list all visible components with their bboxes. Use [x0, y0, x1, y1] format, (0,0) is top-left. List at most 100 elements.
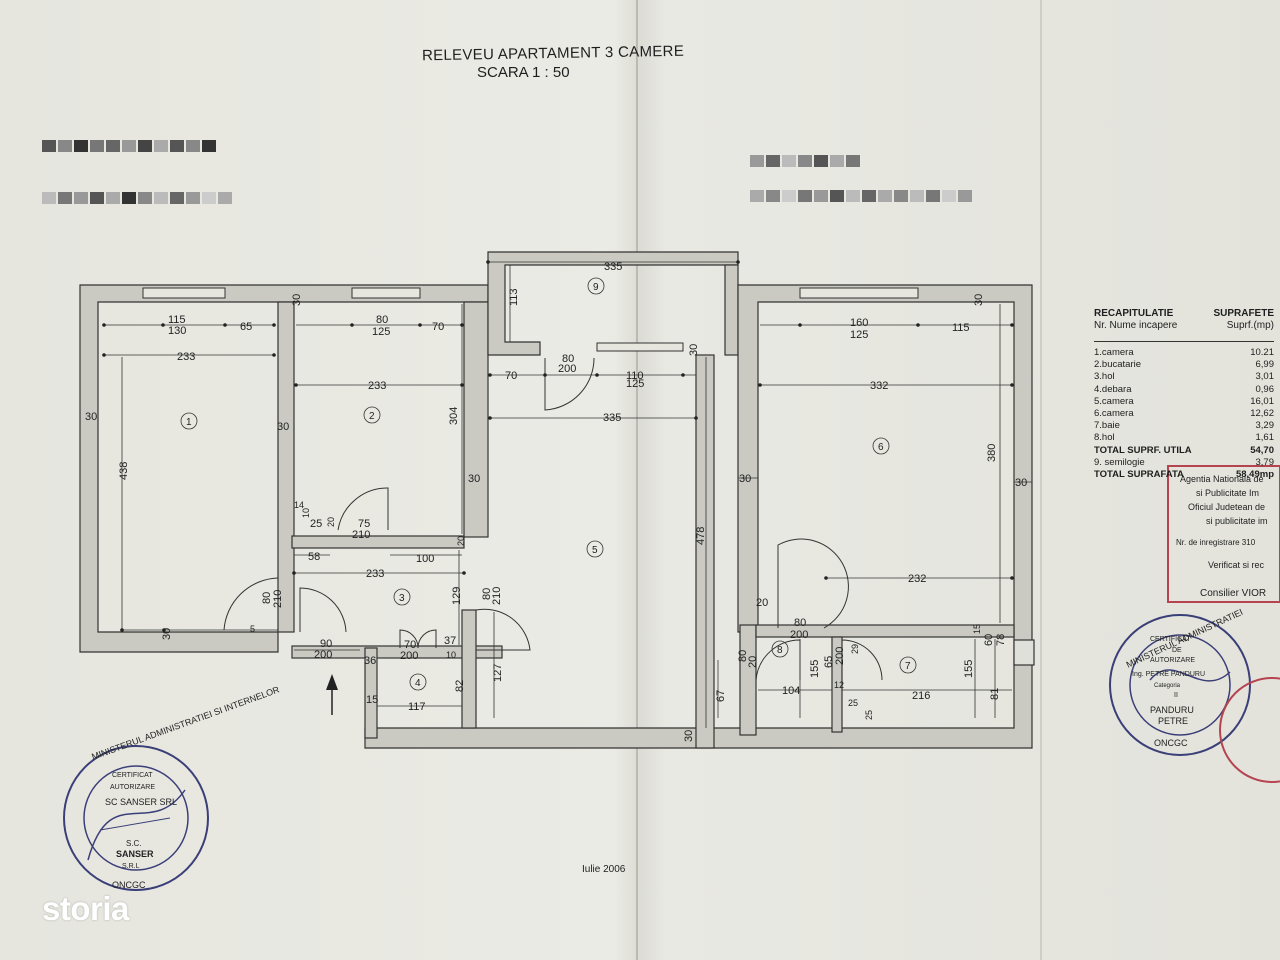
dim-label: 200 [834, 647, 846, 665]
dim-label: 200 [790, 629, 808, 641]
stamp-text: SANSER [116, 849, 154, 859]
stamp-left-text: MINISTERUL ADMINISTRATIEI SI INTERNELOR … [90, 684, 281, 890]
dim-label: 75 [358, 518, 370, 530]
dimension-ticks [102, 260, 1014, 632]
dim-label: 80 [737, 650, 749, 662]
room-number: 3 [399, 593, 405, 604]
stamp-right-icon [1109, 614, 1251, 756]
stamp-text: Categoria [1154, 683, 1181, 689]
dim-label: 100 [416, 553, 434, 565]
stamp-text: II [1174, 692, 1178, 699]
dim-label: 25 [864, 710, 874, 720]
dim-label: 200 [558, 363, 576, 375]
dim-label: 210 [352, 529, 370, 541]
dim-label: 232 [908, 573, 926, 585]
stamp-red-icon [1167, 465, 1280, 783]
stamp-text: Consilier VIOR [1200, 588, 1266, 599]
document-date: Iulie 2006 [582, 864, 626, 875]
dim-label: 25 [310, 518, 322, 530]
stamp-text: MINISTERUL ADMINISTRATIEI SI INTERNELOR [90, 684, 281, 762]
room-number: 7 [905, 661, 911, 672]
dim-label: 125 [626, 378, 644, 390]
dim-label: 380 [986, 444, 998, 462]
dim-label: 200 [314, 649, 332, 661]
redacted-block [42, 140, 252, 152]
dim-label: 14 [294, 500, 304, 510]
dim-label: 129 [451, 587, 463, 605]
dim-label: 127 [492, 664, 504, 682]
stamp-text: DE [1172, 647, 1182, 654]
stamp-text: SC SANSER SRL [105, 797, 177, 807]
dim-label: 90 [320, 638, 332, 650]
dim-label: 30 [1015, 477, 1027, 489]
dim-label: 20 [456, 536, 466, 546]
dim-label: 80 [376, 314, 388, 326]
stamp-text: Nr. de inregistrare 310 [1176, 538, 1256, 547]
dim-label: 80 [481, 588, 493, 600]
recap-header: Suprf.(mp) [1226, 320, 1274, 331]
entrance-arrow-icon [326, 674, 338, 715]
dim-label: 30 [468, 473, 480, 485]
fold-line [636, 0, 638, 960]
dim-label: 30 [739, 473, 751, 485]
stamp-text: ONCGC [1154, 738, 1188, 748]
room-number: 6 [878, 442, 884, 453]
dim-label: 30 [291, 294, 303, 306]
stamp-text: ONCGC [112, 880, 146, 890]
dim-label: 36 [364, 655, 376, 667]
stamp-text: Verificat si rec [1208, 560, 1265, 570]
dim-label: 70 [432, 321, 444, 333]
redacted-block [750, 190, 1040, 202]
stamp-text: AUTORIZARE [1150, 657, 1195, 664]
stamp-red-text: Agentia Nationala de si Publicitate Im O… [1176, 474, 1268, 599]
dim-label: 30 [277, 421, 289, 433]
dim-label: 125 [850, 329, 868, 341]
dim-label: 233 [368, 380, 386, 392]
stamp-text: S.C. [126, 839, 142, 848]
dim-label: 58 [308, 551, 320, 563]
dimension-labels: 335 113 30 30 115 130 65 233 30 438 80 1… [85, 261, 1027, 742]
redacted-block [42, 192, 302, 204]
dim-label: 155 [809, 660, 821, 678]
dim-label: 5 [250, 624, 255, 634]
room-number: 8 [777, 645, 783, 656]
dim-label: 155 [963, 660, 975, 678]
room-markers [180, 277, 917, 691]
dim-label: 304 [448, 407, 460, 425]
dim-label: 30 [161, 628, 173, 640]
dim-label: 70 [404, 639, 416, 651]
room-numbers: 1 2 3 4 5 6 7 8 9 [186, 282, 911, 689]
dim-label: 37 [444, 635, 456, 647]
dim-label: 80 [261, 592, 273, 604]
dim-label: 115 [168, 314, 186, 326]
walls [79, 251, 1035, 749]
room-number: 4 [415, 678, 421, 689]
stamp-text: PANDURU [1150, 705, 1194, 715]
dim-label: 30 [683, 730, 695, 742]
dim-label: 210 [491, 587, 503, 605]
fold-line [1040, 0, 1042, 960]
dim-label: 130 [168, 325, 186, 337]
dim-label: 216 [912, 690, 930, 702]
dim-label: 30 [688, 344, 700, 356]
dim-label: 233 [366, 568, 384, 580]
dim-label: 332 [870, 380, 888, 392]
windows [142, 287, 919, 352]
dim-label: 10 [446, 650, 456, 660]
dim-label: 335 [604, 261, 622, 273]
room-number: 1 [186, 417, 192, 428]
dim-label: 25 [848, 698, 858, 708]
stamp-text: S.R.L [122, 863, 140, 870]
dim-label: 15 [366, 694, 378, 706]
dimension-lines [104, 261, 1032, 728]
stamp-left-icon [63, 745, 209, 891]
